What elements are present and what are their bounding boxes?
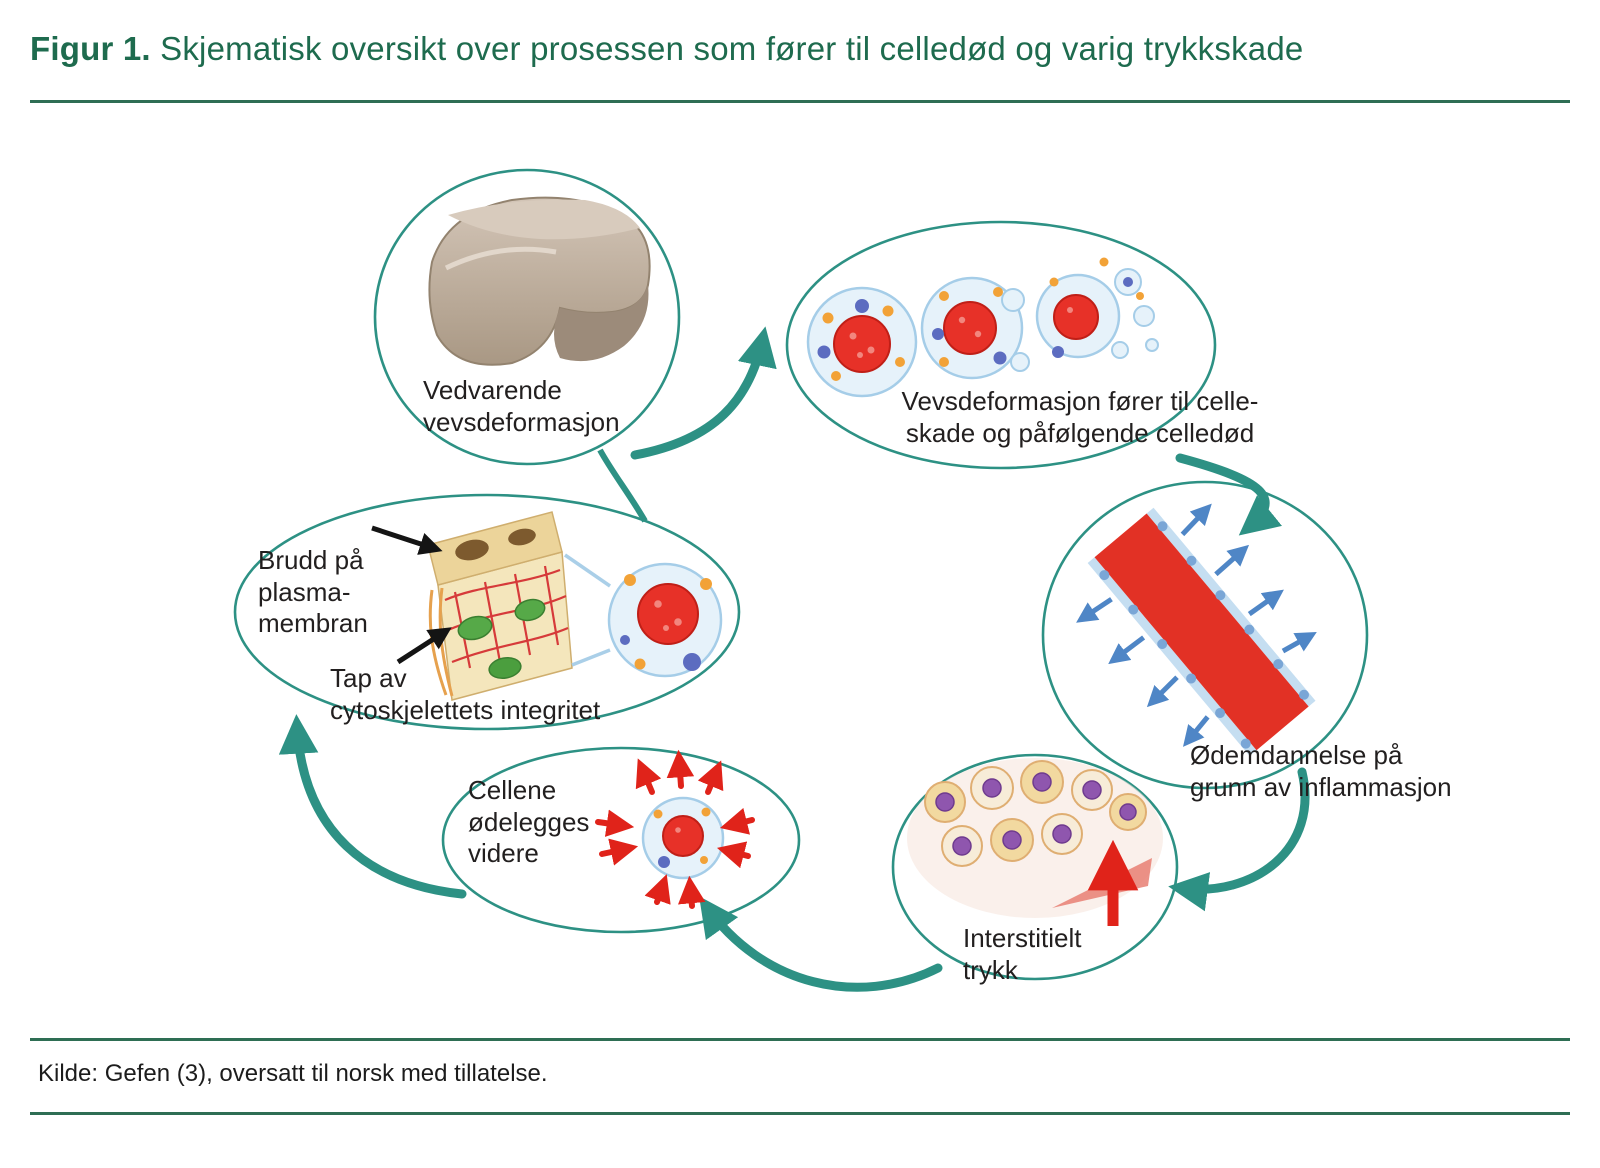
label-deformation: Vedvarende vevsdeformasjon <box>423 375 620 437</box>
label-cell-damage: Vevsdeformasjon fører til celle- skade o… <box>901 386 1259 448</box>
connector-membrane-to-deformation <box>597 448 648 523</box>
foam-deformation-illustration <box>428 196 651 366</box>
arrow-damage-to-edema <box>1175 453 1283 536</box>
label-interstitial: Interstitielt trykk <box>963 923 1082 985</box>
arrow-edema-to-interstitial <box>1168 767 1310 912</box>
source-note: Kilde: Gefen (3), oversatt til norsk med… <box>38 1060 548 1087</box>
figure-title: Figur 1. Skjematisk oversikt over proses… <box>30 30 1303 68</box>
label-destruction: Cellene ødelegges videre <box>468 775 590 869</box>
bottom-divider <box>30 1112 1570 1115</box>
figure-number: Figur 1. <box>30 30 151 67</box>
arrow-destruction-to-membrane <box>278 714 467 899</box>
cycle-arrows <box>278 326 1310 992</box>
arrow-interstitial-to-destruction <box>699 896 943 992</box>
label-cytoskeleton: Tap av cytoskjelettets integritet <box>330 663 601 725</box>
cytoskeleton-pointer-arrow <box>396 627 452 665</box>
cell-damage-illustration <box>806 257 1159 398</box>
footer-divider <box>30 1038 1570 1041</box>
top-divider <box>30 100 1570 103</box>
label-membrane: Brudd på plasma- membran <box>258 545 368 639</box>
arrow-deformation-to-damage <box>630 326 777 460</box>
label-edema: Ødemdannelse på grunn av inflammasjon <box>1190 740 1452 802</box>
figure-caption: Skjematisk oversikt over prosessen som f… <box>150 30 1304 67</box>
cell-destruction-illustration <box>595 749 755 909</box>
interstitial-pressure-illustration <box>907 758 1163 926</box>
leak-arrows <box>1076 503 1317 747</box>
destruction-arrows <box>595 749 755 909</box>
edema-vessel-illustration <box>1076 503 1317 757</box>
membrane-pointer-arrow <box>371 525 443 555</box>
membrane-cytoskeleton-illustration <box>371 511 723 701</box>
